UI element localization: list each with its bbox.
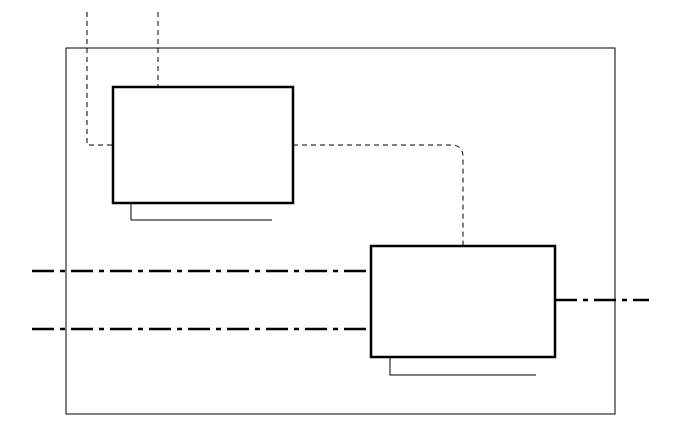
block-1-label-underline bbox=[130, 203, 272, 221]
block-1 bbox=[111, 85, 295, 205]
dashed-connector-top-left bbox=[86, 12, 113, 146]
block-2-label-underline bbox=[389, 357, 536, 376]
outer-frame bbox=[65, 47, 616, 415]
block-2 bbox=[369, 244, 557, 359]
dashed-connector-between-blocks bbox=[293, 144, 464, 246]
